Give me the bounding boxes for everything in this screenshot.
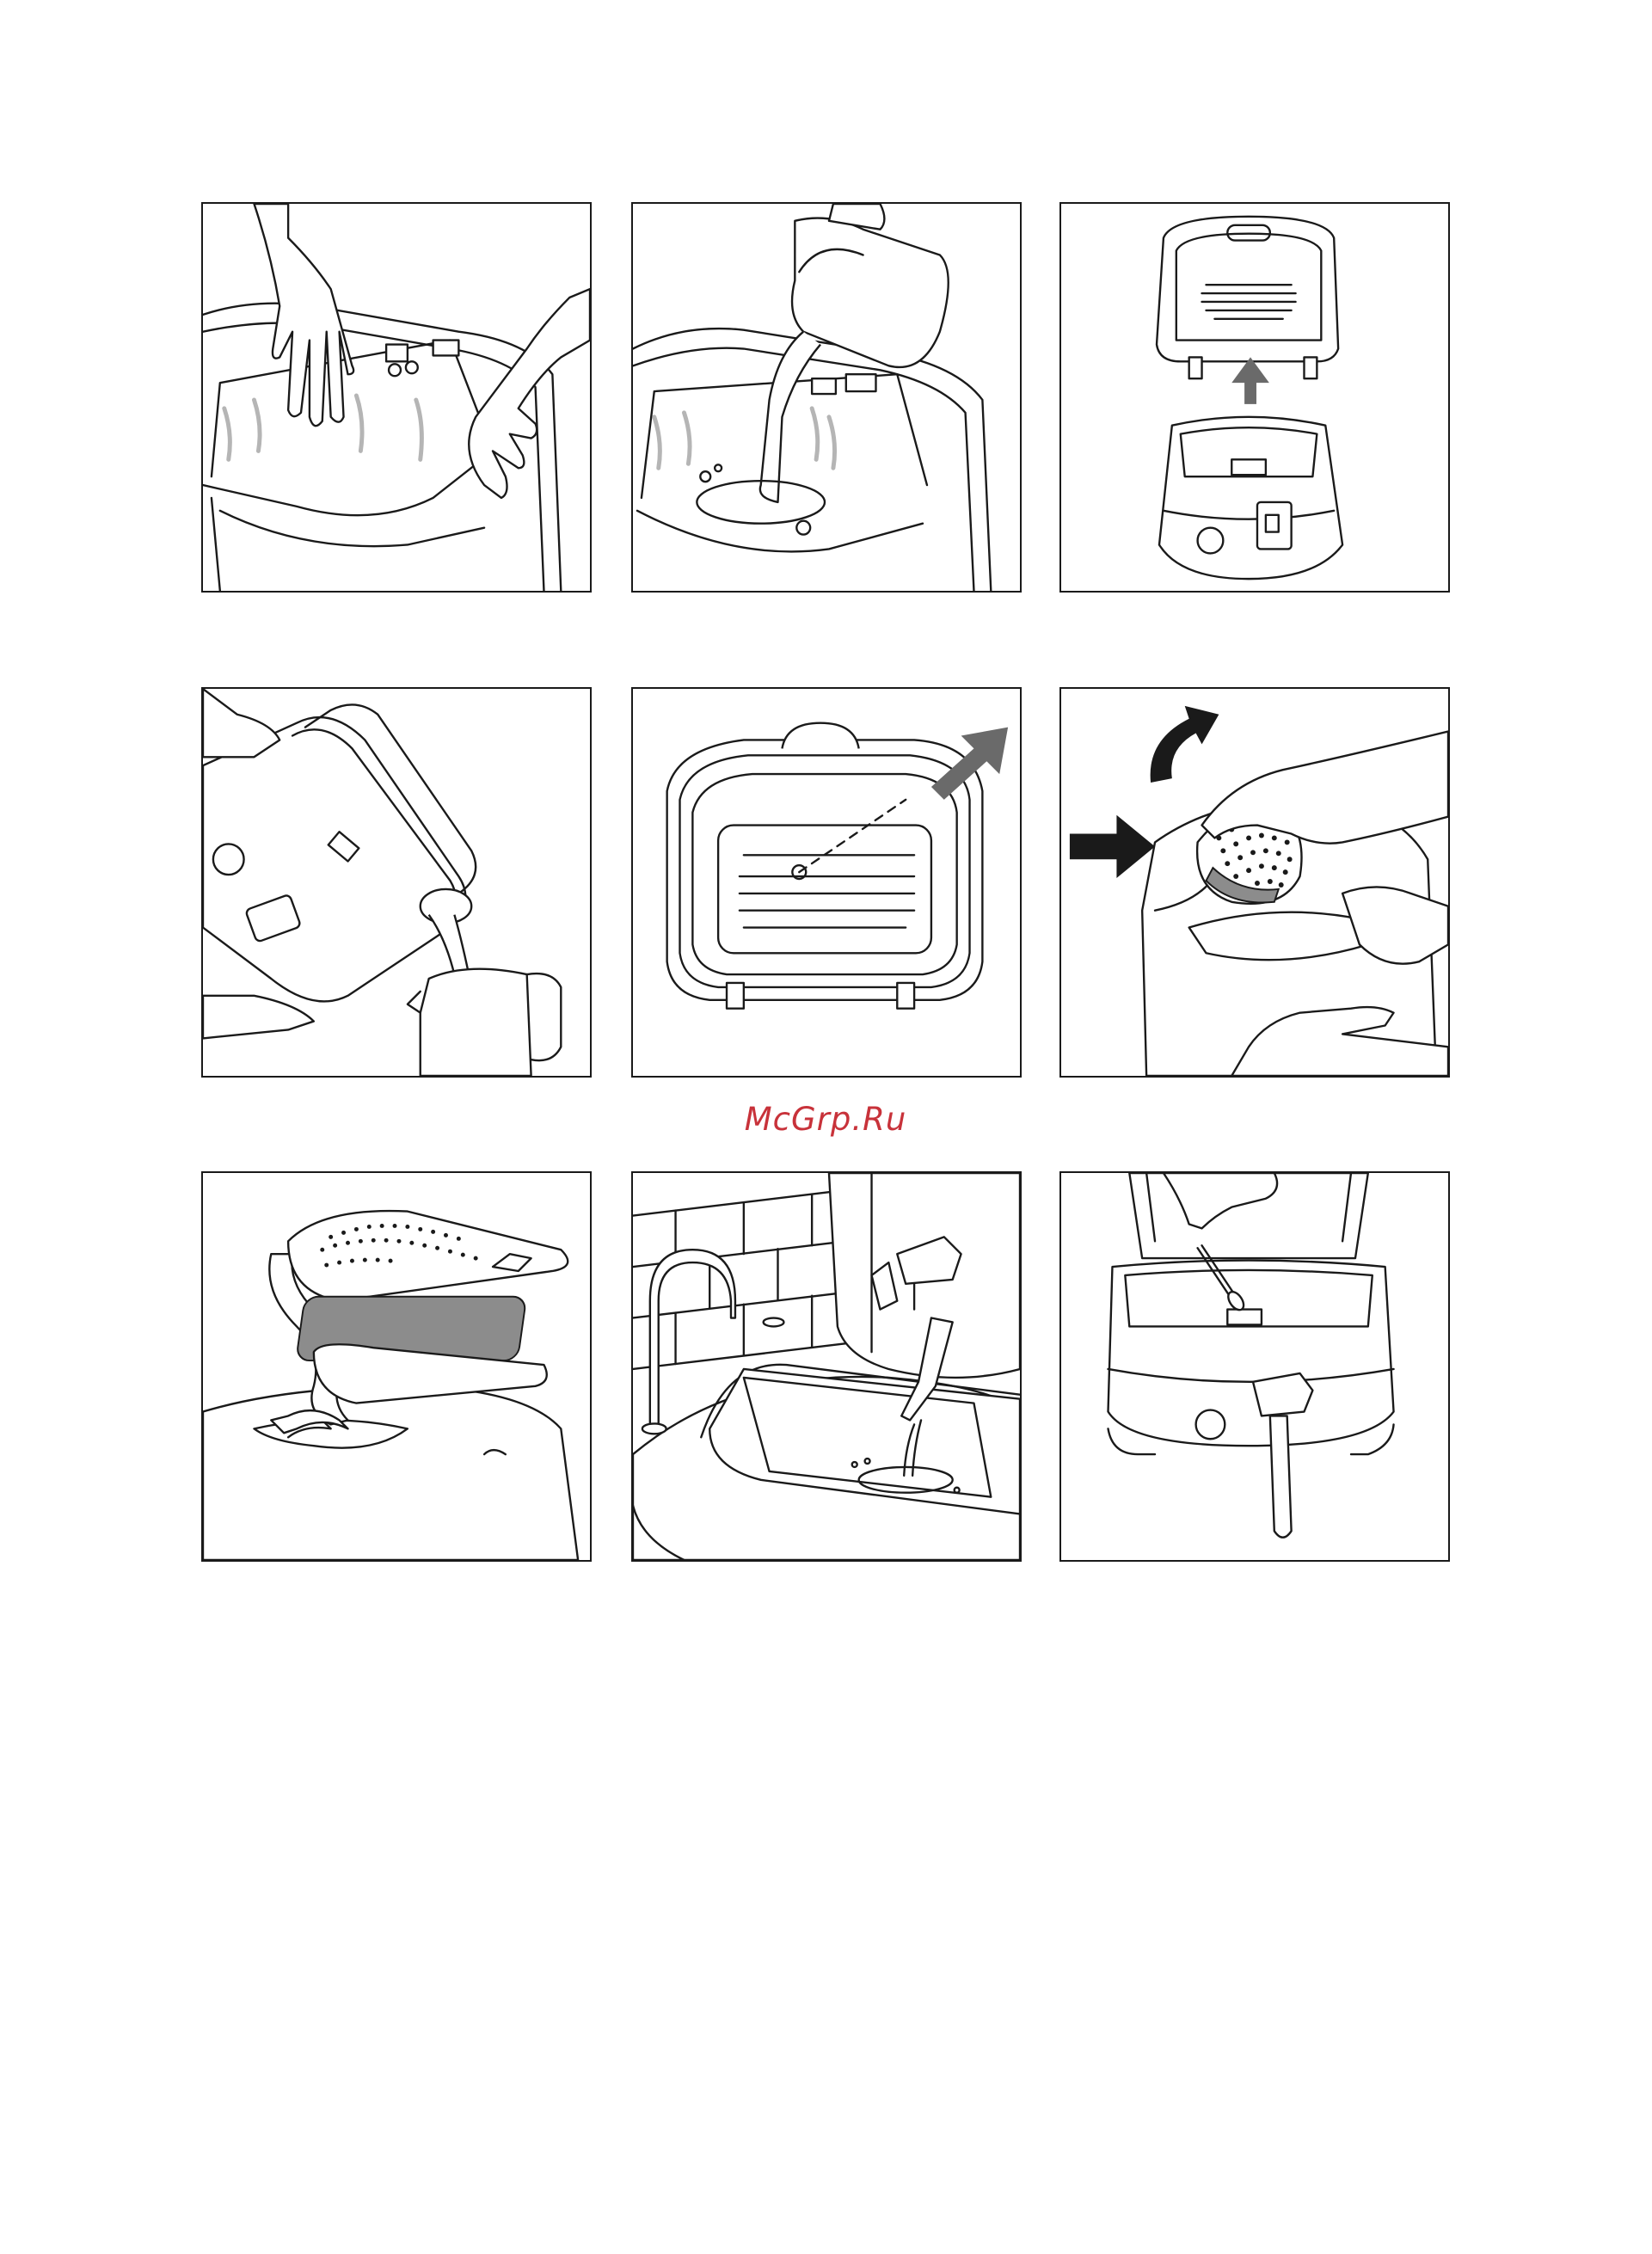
panel-1-hands-placing-filter xyxy=(201,202,592,593)
watermark-text: McGrp.Ru xyxy=(654,1101,998,1138)
fryer-lid-removal-icon xyxy=(1061,204,1448,591)
panel-8-sink-drain xyxy=(631,1171,1022,1562)
panel-7-filter-parts xyxy=(201,1171,592,1562)
pouring-water-jug-icon xyxy=(633,204,1020,591)
filter-cover-removal-icon xyxy=(1061,689,1448,1076)
filter-parts-exploded-icon xyxy=(203,1173,590,1560)
panel-4-draining-oil xyxy=(201,687,592,1078)
panel-5-lid-filter-detail xyxy=(631,687,1022,1078)
lid-filter-detail-icon xyxy=(633,689,1020,1076)
cleaning-brush-icon xyxy=(1061,1173,1448,1560)
sink-drain-icon xyxy=(633,1173,1020,1560)
panel-3-lid-removal xyxy=(1059,202,1450,593)
panel-9-cleaning-brush xyxy=(1059,1171,1450,1562)
hands-placing-filter-icon xyxy=(203,204,590,591)
panel-6-filter-cover-removal xyxy=(1059,687,1450,1078)
draining-oil-icon xyxy=(203,689,590,1076)
panel-2-pouring-water xyxy=(631,202,1022,593)
